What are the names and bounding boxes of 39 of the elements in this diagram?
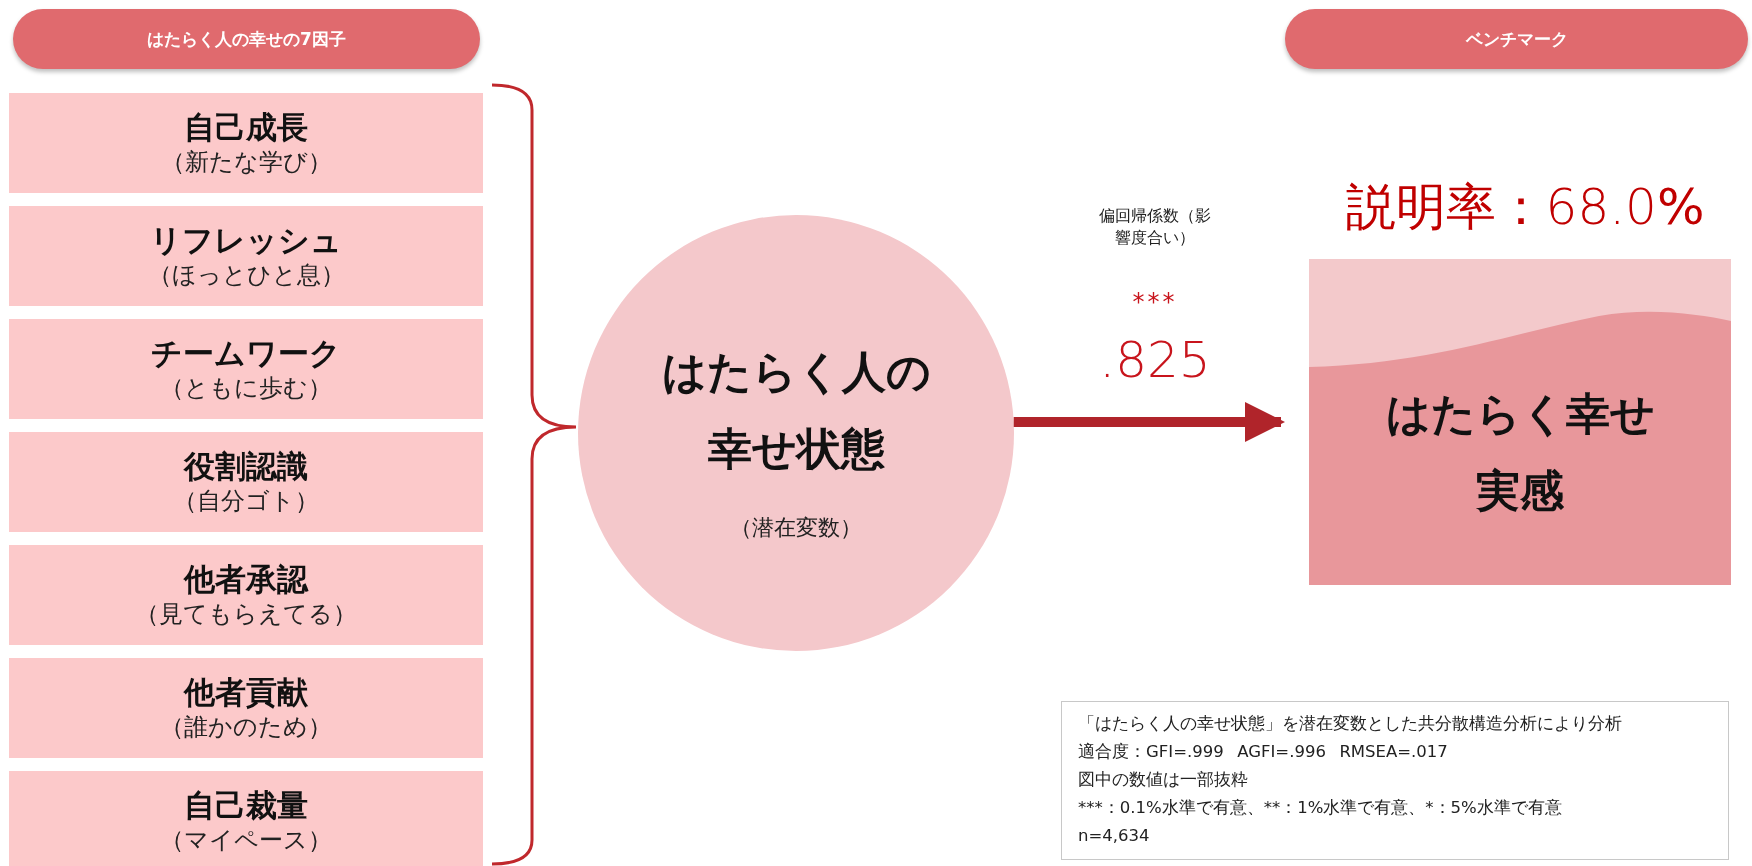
circle-subtitle: （潜在変数）: [730, 514, 862, 542]
note-line: 図中の数値は一部抜粋: [1078, 769, 1249, 791]
factor-title: チームワーク: [151, 334, 341, 373]
factor-box: [9, 93, 483, 193]
note-line: 「はたらく人の幸せ状態」を潜在変数とした共分散構造分析により分析: [1078, 713, 1623, 735]
header-text: はたらく人の幸せの7因子: [147, 27, 346, 51]
factor-box: [9, 432, 483, 532]
note-line: ***：0.1%水準で有意、**：1%水準で有意、*：5%水準で有意: [1078, 797, 1563, 819]
factor-subtitle: （自分ゴト）: [173, 485, 319, 517]
header-pill: [1285, 9, 1748, 69]
factor-title: 自己裁量: [184, 786, 308, 825]
factor-title: 他者貢献: [184, 673, 308, 712]
factor-subtitle: （ほっとひと息）: [147, 259, 345, 291]
outcome-box: [1309, 259, 1731, 585]
note-line: 適合度：GFI=.999 AGFI=.996 RMSEA=.017: [1078, 741, 1449, 763]
explained-ratio-text: 説明率：68.0%: [1344, 177, 1706, 238]
header-pill: [13, 9, 480, 69]
significance-stars: ***: [1131, 288, 1179, 316]
factor-box: [9, 658, 483, 758]
factor-subtitle: （新たな学び）: [160, 146, 332, 178]
factor-box: [9, 206, 483, 306]
factor-title: 自己成長: [184, 108, 308, 147]
factor-subtitle: （見てもらえてる）: [135, 598, 357, 630]
factor-box: [9, 545, 483, 645]
arrow: [1013, 402, 1285, 442]
factor-box: [9, 771, 483, 866]
factor-box: [9, 319, 483, 419]
outcome-title: はたらく幸せ実感: [1384, 387, 1656, 518]
circle-title: はたらく人の幸せ状態: [660, 345, 932, 476]
note-box: [1061, 701, 1729, 860]
factor-subtitle: （マイペース）: [160, 824, 332, 856]
factor-title: 他者承認: [184, 560, 308, 599]
factor-subtitle: （誰かのため）: [160, 711, 332, 743]
header-text: ベンチマーク: [1465, 27, 1568, 51]
factor-title: リフレッシュ: [150, 221, 342, 260]
note-line: n=4,634: [1078, 825, 1151, 847]
coefficient-caption: 偏回帰係数（影響度合い）: [1098, 205, 1212, 250]
factor-title: 役割認識: [184, 447, 308, 486]
factor-subtitle: （ともに歩む）: [160, 372, 332, 404]
